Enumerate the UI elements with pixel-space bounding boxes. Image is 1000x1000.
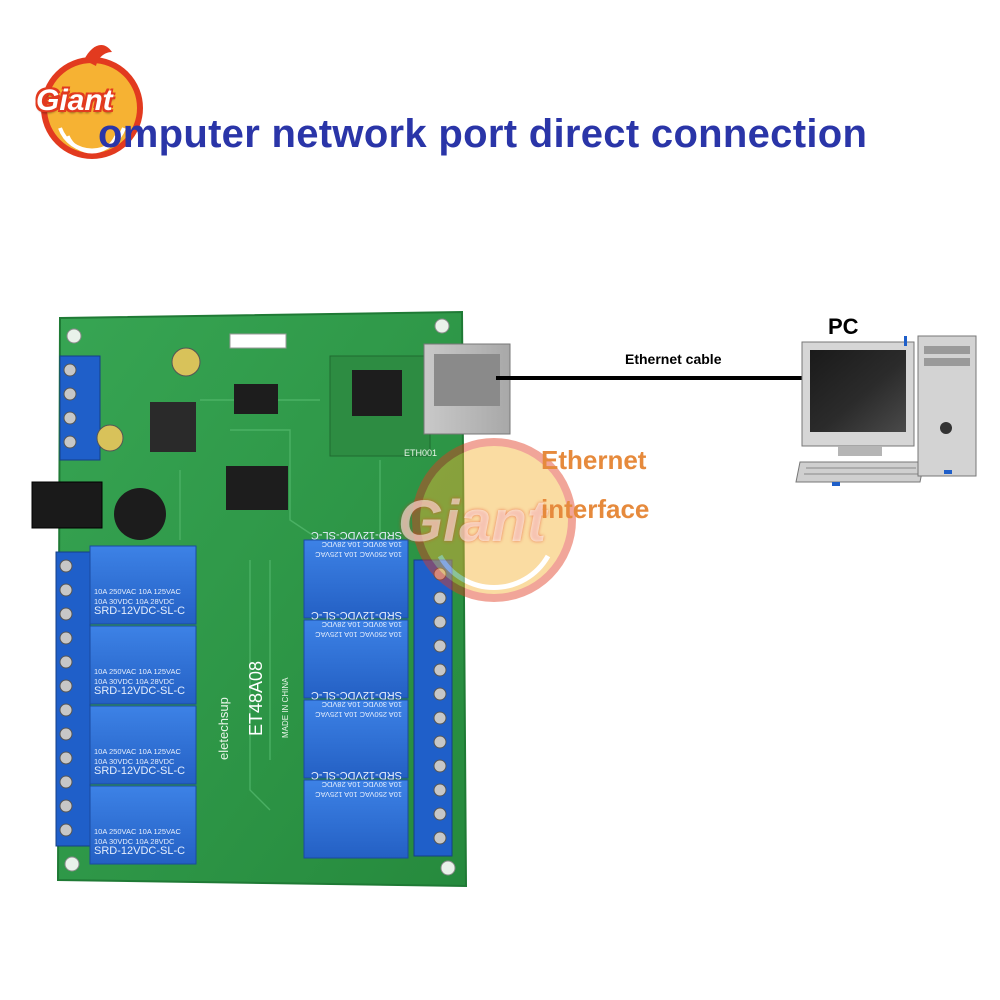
relay-marking-line: SRD-12VDC-SL-C (94, 685, 185, 697)
capacitor (96, 424, 124, 452)
logo-wordmark: Giant (36, 84, 113, 117)
terminal-screw (59, 703, 73, 717)
watermark-logo (412, 438, 576, 602)
board-model: ET48A08 (246, 661, 266, 736)
terminal-screw (433, 687, 447, 701)
relay-marking-line: 10A 30VDC 10A 28VDC (94, 837, 175, 846)
module-label: ETH001 (404, 448, 437, 458)
relay-marking-line: SRD-12VDC-SL-C (94, 605, 185, 617)
relay-marking-line: SRD-12VDC-SL-C (311, 609, 402, 621)
right-relay-column (303, 539, 453, 859)
relay-marking-line: 10A 30VDC 10A 28VDC (321, 700, 402, 709)
relay-marking-line: SRD-12VDC-SL-C (311, 769, 402, 781)
relay-marking-line: SRD-12VDC-SL-C (94, 845, 185, 857)
capacitor (171, 347, 201, 377)
terminal-screw (433, 615, 447, 629)
terminal-screws (433, 567, 447, 845)
terminal-screw (59, 631, 73, 645)
terminal-screw (433, 567, 447, 581)
relay-marking-line: 10A 30VDC 10A 28VDC (321, 620, 402, 629)
relay-marking-line: 10A 250VAC 10A 125VAC (94, 587, 181, 596)
relay-marking-line: 10A 30VDC 10A 28VDC (94, 597, 175, 606)
relay-marking-line: 10A 250VAC 10A 125VAC (94, 827, 181, 836)
terminal-screw (433, 807, 447, 821)
watermark-wordmark: Giant (398, 489, 547, 554)
pc-icon (795, 335, 977, 486)
page-title: omputer network port direct connection (98, 112, 868, 156)
ic-chip (226, 466, 288, 510)
relay-marking-line: 10A 250VAC 10A 125VAC (94, 667, 181, 676)
terminal-screw (433, 735, 447, 749)
terminal-screw (433, 639, 447, 653)
terminal-screw (59, 823, 73, 837)
terminal-screw (59, 655, 73, 669)
relay-marking-line: 10A 30VDC 10A 28VDC (321, 780, 402, 789)
pc-label: PC (828, 314, 859, 339)
terminal-screw (59, 775, 73, 789)
terminal-screw (59, 751, 73, 765)
relay-marking-line: 10A 250VAC 10A 125VAC (315, 710, 402, 719)
relay-marking-line: 10A 30VDC 10A 28VDC (321, 540, 402, 549)
terminal-screw (433, 783, 447, 797)
relay-marking-line: SRD-12VDC-SL-C (94, 765, 185, 777)
terminal-screw (59, 727, 73, 741)
left-relay-column (55, 545, 197, 865)
ethernet-module (329, 343, 511, 457)
terminal-screw (433, 831, 447, 845)
header-pins (229, 333, 287, 349)
relay-marking-line: 10A 30VDC 10A 28VDC (94, 677, 175, 686)
terminal-screw (433, 591, 447, 605)
relay-marking-line: SRD-12VDC-SL-C (311, 689, 402, 701)
relay-marking-line: SRD-12VDC-SL-C (311, 529, 402, 541)
relay-marking-line: 10A 30VDC 10A 28VDC (94, 757, 175, 766)
board-origin: MADE IN CHINA (281, 677, 290, 738)
dc-jack (31, 481, 103, 529)
terminal-screw (59, 607, 73, 621)
terminal-screw (433, 711, 447, 725)
terminal-screw (59, 679, 73, 693)
board-brand: eletechsup (216, 697, 231, 760)
terminal-screws (59, 559, 73, 837)
ic-chip (234, 384, 278, 414)
relay-marking-line: 10A 250VAC 10A 125VAC (315, 630, 402, 639)
terminal-screw (433, 663, 447, 677)
ethernet-interface-label: Ethernet interface (541, 436, 649, 534)
voltage-regulator (150, 402, 196, 452)
terminal-screw (59, 583, 73, 597)
power-terminal-block (59, 355, 101, 461)
terminal-screw (59, 559, 73, 573)
relay-marking-line: 10A 250VAC 10A 125VAC (94, 747, 181, 756)
terminal-screw (59, 799, 73, 813)
ethernet-interface-line2: interface (541, 494, 650, 524)
terminal-screw (433, 759, 447, 773)
ethernet-interface-line1: Ethernet (541, 445, 647, 475)
logo-ring-icon (41, 45, 143, 159)
relay-marking-line: 10A 250VAC 10A 125VAC (315, 550, 402, 559)
ethernet-cable-label: Ethernet cable (625, 351, 722, 367)
buzzer (114, 488, 166, 540)
relay-marking-line: 10A 250VAC 10A 125VAC (315, 790, 402, 799)
